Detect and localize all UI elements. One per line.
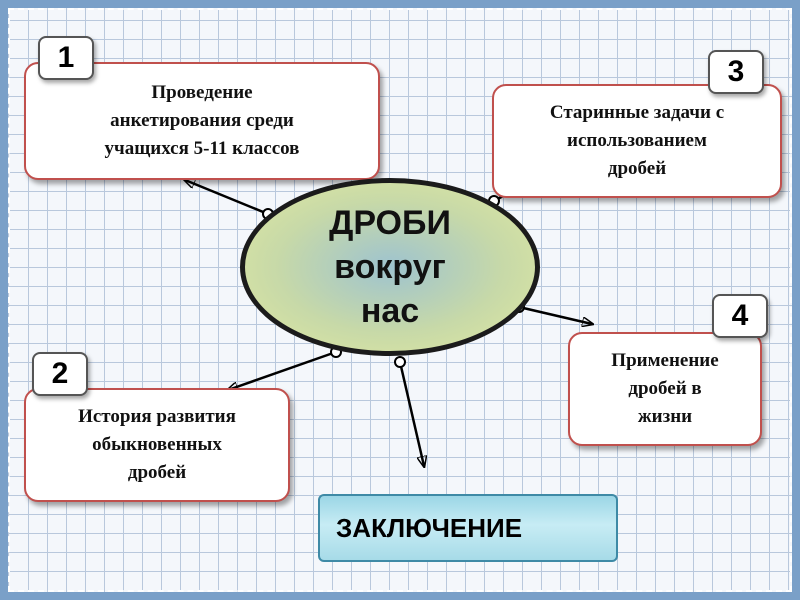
- connector-node: [394, 356, 406, 368]
- box-1-line: Проведение: [151, 82, 253, 103]
- box-1-survey: Проведение анкетирования среди учащихся …: [24, 62, 380, 180]
- connector-to-box-2: [228, 350, 337, 390]
- box-4-number: 4: [712, 294, 768, 338]
- box-4-line: дробей в: [628, 378, 702, 399]
- box-4-line: жизни: [637, 406, 693, 427]
- box-3-ancient-problems: Старинные задачи с использованием дробей: [492, 84, 782, 198]
- connector-to-box-4: [518, 305, 592, 324]
- central-topic-line: нас: [360, 292, 420, 330]
- box-3-line: дробей: [607, 158, 667, 179]
- connector-to-conclusion: [398, 361, 424, 466]
- box-2-number: 2: [32, 352, 88, 396]
- central-topic-ellipse: ДРОБИ вокруг нас: [240, 178, 540, 356]
- central-topic-line: вокруг: [334, 248, 446, 286]
- box-2-history: История развития обыкновенных дробей: [24, 388, 290, 502]
- box-1-line: анкетирования среди: [110, 110, 294, 131]
- box-2-line: История развития: [78, 406, 236, 427]
- box-4-line: Применение: [611, 350, 719, 371]
- box-3-line: Старинные задачи с: [549, 102, 725, 123]
- conclusion-scroll: ЗАКЛЮЧЕНИЕ: [318, 494, 618, 562]
- box-2-line: обыкновенных: [92, 434, 222, 455]
- conclusion-label: ЗАКЛЮЧЕНИЕ: [336, 512, 523, 543]
- central-topic-line: ДРОБИ: [329, 204, 451, 242]
- box-3-number: 3: [708, 50, 764, 94]
- box-1-line: учащихся 5-11 классов: [104, 138, 300, 159]
- box-3-line: использованием: [567, 130, 707, 151]
- box-1-number: 1: [38, 36, 94, 80]
- box-2-line: дробей: [127, 462, 187, 483]
- connector-to-box-1: [185, 180, 269, 216]
- box-4-application: Применение дробей в жизни: [568, 332, 762, 446]
